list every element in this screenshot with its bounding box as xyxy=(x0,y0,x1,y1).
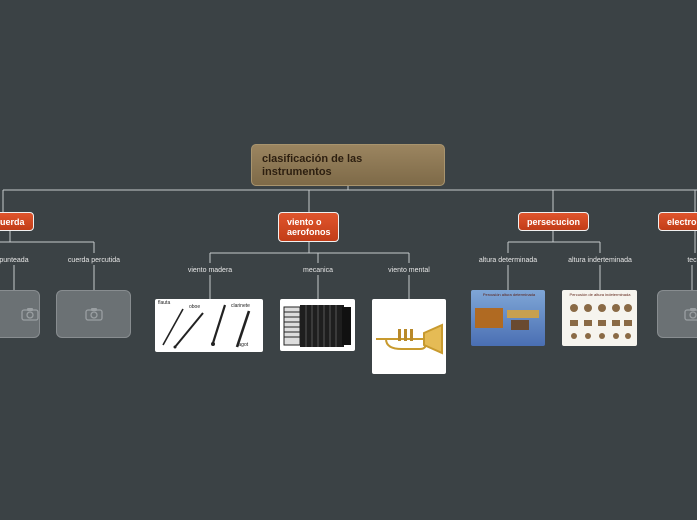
subtopic-cuerda-percutida[interactable]: cuerda percutida xyxy=(68,256,120,265)
woodwinds-image[interactable]: flauta oboe clarinete fagot xyxy=(155,299,263,352)
percussion-determinate-image[interactable]: Percusión altura determinada xyxy=(471,290,545,346)
image-placeholder[interactable] xyxy=(657,290,697,338)
subtopic-cuerda-punteada[interactable]: punteada xyxy=(0,256,29,265)
category-persecucion[interactable]: persecucion xyxy=(518,212,589,231)
subtopic-altura-determinada[interactable]: altura determinada xyxy=(479,256,537,265)
subtopic-altura-indeterminada[interactable]: altura inderteminada xyxy=(568,256,632,265)
root-title: clasificación de las instrumentos xyxy=(262,153,362,178)
subtopic-viento-metal[interactable]: viento mental xyxy=(388,266,430,275)
trumpet-image[interactable] xyxy=(372,299,446,374)
subtopic-tec[interactable]: tec xyxy=(687,256,696,265)
percussion-grid-illustration xyxy=(562,290,637,346)
root-topic[interactable]: clasificación de las instrumentos xyxy=(251,144,445,186)
percussion-det-title: Percusión altura determinada xyxy=(477,292,541,297)
accordion-illustration xyxy=(280,299,355,351)
category-label: viento o aerofonos xyxy=(287,217,331,237)
camera-icon xyxy=(684,307,697,321)
category-label: cuerda xyxy=(0,217,25,227)
camera-icon xyxy=(21,307,39,321)
label-fagot: fagot xyxy=(237,342,248,348)
subtopic-mecanica[interactable]: mecanica xyxy=(303,266,333,275)
camera-icon xyxy=(85,307,103,321)
category-cuerda[interactable]: cuerda xyxy=(0,212,34,231)
accordion-image[interactable] xyxy=(280,299,355,351)
percussion-indeterminate-image[interactable]: Percusión de altura indeterminada xyxy=(562,290,637,346)
trumpet-illustration xyxy=(372,299,446,374)
category-label: electro xyxy=(667,217,697,227)
percussion-indet-title: Percusión de altura indeterminada xyxy=(568,292,632,297)
label-oboe: oboe xyxy=(189,304,200,310)
image-placeholder[interactable] xyxy=(56,290,131,338)
subtopic-viento-madera[interactable]: viento madera xyxy=(188,266,232,275)
label-clarinete: clarinete xyxy=(231,303,250,309)
percussion-illustration xyxy=(471,290,545,346)
image-placeholder[interactable] xyxy=(0,290,40,338)
category-label: persecucion xyxy=(527,217,580,227)
category-viento[interactable]: viento o aerofonos xyxy=(278,212,339,242)
category-electro[interactable]: electro xyxy=(658,212,697,231)
label-flauta: flauta xyxy=(158,300,170,306)
